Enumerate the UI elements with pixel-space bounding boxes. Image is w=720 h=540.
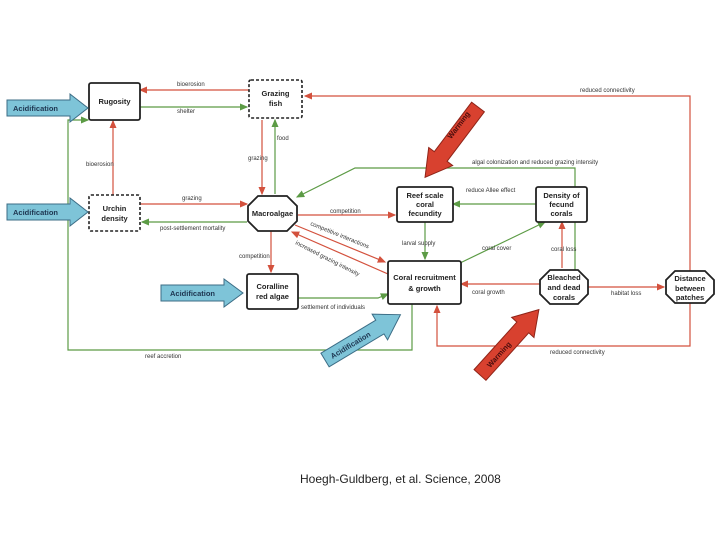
label-reduced-connectivity-top: reduced connectivity [580, 88, 635, 94]
edge-reduced-connectivity-bottom [433, 302, 691, 347]
label-competitive-interactions: competitive interactions [309, 221, 369, 250]
edge-reef-accretion [67, 116, 413, 351]
edge-reduced-connectivity-top [303, 92, 691, 272]
svg-text:& growth: & growth [408, 284, 441, 293]
svg-text:Acidification: Acidification [13, 104, 58, 113]
label-increased-grazing: increased grazing intensity [294, 240, 360, 278]
label-coral-cover: coral cover [482, 246, 511, 252]
driver-acidification-coral-recruitment: Acidification [320, 313, 402, 368]
svg-text:Density of: Density of [543, 191, 580, 200]
label-food: food [277, 136, 289, 142]
citation: Hoegh-Guldberg, et al. Science, 2008 [300, 472, 501, 486]
driver-warming-bleached-corals: Warming [473, 308, 540, 382]
driver-warming-reef-fecundity: Warming [424, 101, 486, 179]
edge-settlement [298, 293, 390, 301]
edge-coral-cover [457, 221, 547, 265]
label-reduce-allee: reduce Allee effect [466, 188, 516, 194]
node-rugosity: Rugosity [88, 82, 141, 121]
label-coral-loss: coral loss [551, 247, 576, 253]
node-coral-recruitment: Coral recruitment & growth [387, 260, 462, 305]
svg-text:Reef scale: Reef scale [406, 191, 443, 200]
edge-increased-grazing [290, 231, 389, 275]
svg-text:patches: patches [676, 293, 704, 302]
label-bioerosion-top: bioerosion [177, 82, 205, 88]
svg-text:density: density [101, 214, 128, 223]
svg-text:corals: corals [553, 293, 575, 302]
label-competition-macro-reef: competition [330, 209, 361, 215]
svg-text:Urchin: Urchin [103, 204, 127, 213]
node-grazing-fish: Grazing fish [248, 79, 303, 119]
label-post-settlement: post-settlement mortality [160, 226, 225, 232]
edge-competitive-interactions [294, 224, 387, 263]
label-grazing-urchin: grazing [182, 196, 202, 202]
driver-acidification-coralline: Acidification [160, 278, 244, 308]
svg-text:Distance: Distance [674, 274, 705, 283]
label-larval-supply: larval supply [402, 241, 435, 247]
label-shelter: shelter [177, 109, 195, 115]
label-habitat-loss: habitat loss [611, 291, 641, 297]
node-bleached-dead-corals: Bleached and dead corals [539, 269, 589, 305]
svg-text:Rugosity: Rugosity [98, 97, 131, 106]
label-bioerosion-left: bioerosion [86, 162, 114, 168]
svg-text:and dead: and dead [548, 283, 581, 292]
svg-text:Coralline: Coralline [256, 282, 288, 291]
svg-text:corals: corals [550, 209, 572, 218]
label-grazing-fish-macro: grazing [248, 156, 268, 162]
svg-text:Macroalgae: Macroalgae [252, 209, 293, 218]
node-reef-scale-fecundity: Reef scale coral fecundity [396, 186, 454, 223]
svg-text:between: between [675, 284, 705, 293]
svg-text:Grazing: Grazing [262, 89, 290, 98]
svg-text:red algae: red algae [256, 292, 289, 301]
node-coralline-red-algae: Coralline red algae [246, 273, 299, 310]
label-coral-growth: coral growth [472, 290, 505, 296]
label-reef-accretion: reef accretion [145, 354, 181, 360]
node-urchin-density: Urchin density [88, 194, 141, 232]
driver-acidification-rugosity: Acidification [6, 92, 89, 124]
node-distance-between-patches: Distance between patches [665, 270, 715, 304]
label-algal-colonization: algal colonization and reduced grazing i… [472, 160, 598, 166]
svg-text:fecundity: fecundity [408, 209, 442, 218]
svg-text:Coral recruitment: Coral recruitment [393, 273, 456, 282]
driver-acidification-urchin: Acidification [6, 196, 89, 228]
svg-text:Acidification: Acidification [170, 289, 215, 298]
svg-text:Acidification: Acidification [13, 208, 58, 217]
label-reduced-connectivity-bottom: reduced connectivity [550, 350, 605, 356]
label-settlement: settlement of individuals [301, 305, 365, 311]
svg-text:Bleached: Bleached [547, 273, 581, 282]
node-macroalgae: Macroalgae [247, 195, 298, 232]
svg-text:fecund: fecund [549, 200, 574, 209]
svg-text:fish: fish [269, 99, 283, 108]
node-density-fecund-corals: Density of fecund corals [535, 186, 588, 223]
label-competition-macro-coralline: competition [239, 254, 270, 260]
svg-text:coral: coral [416, 200, 434, 209]
